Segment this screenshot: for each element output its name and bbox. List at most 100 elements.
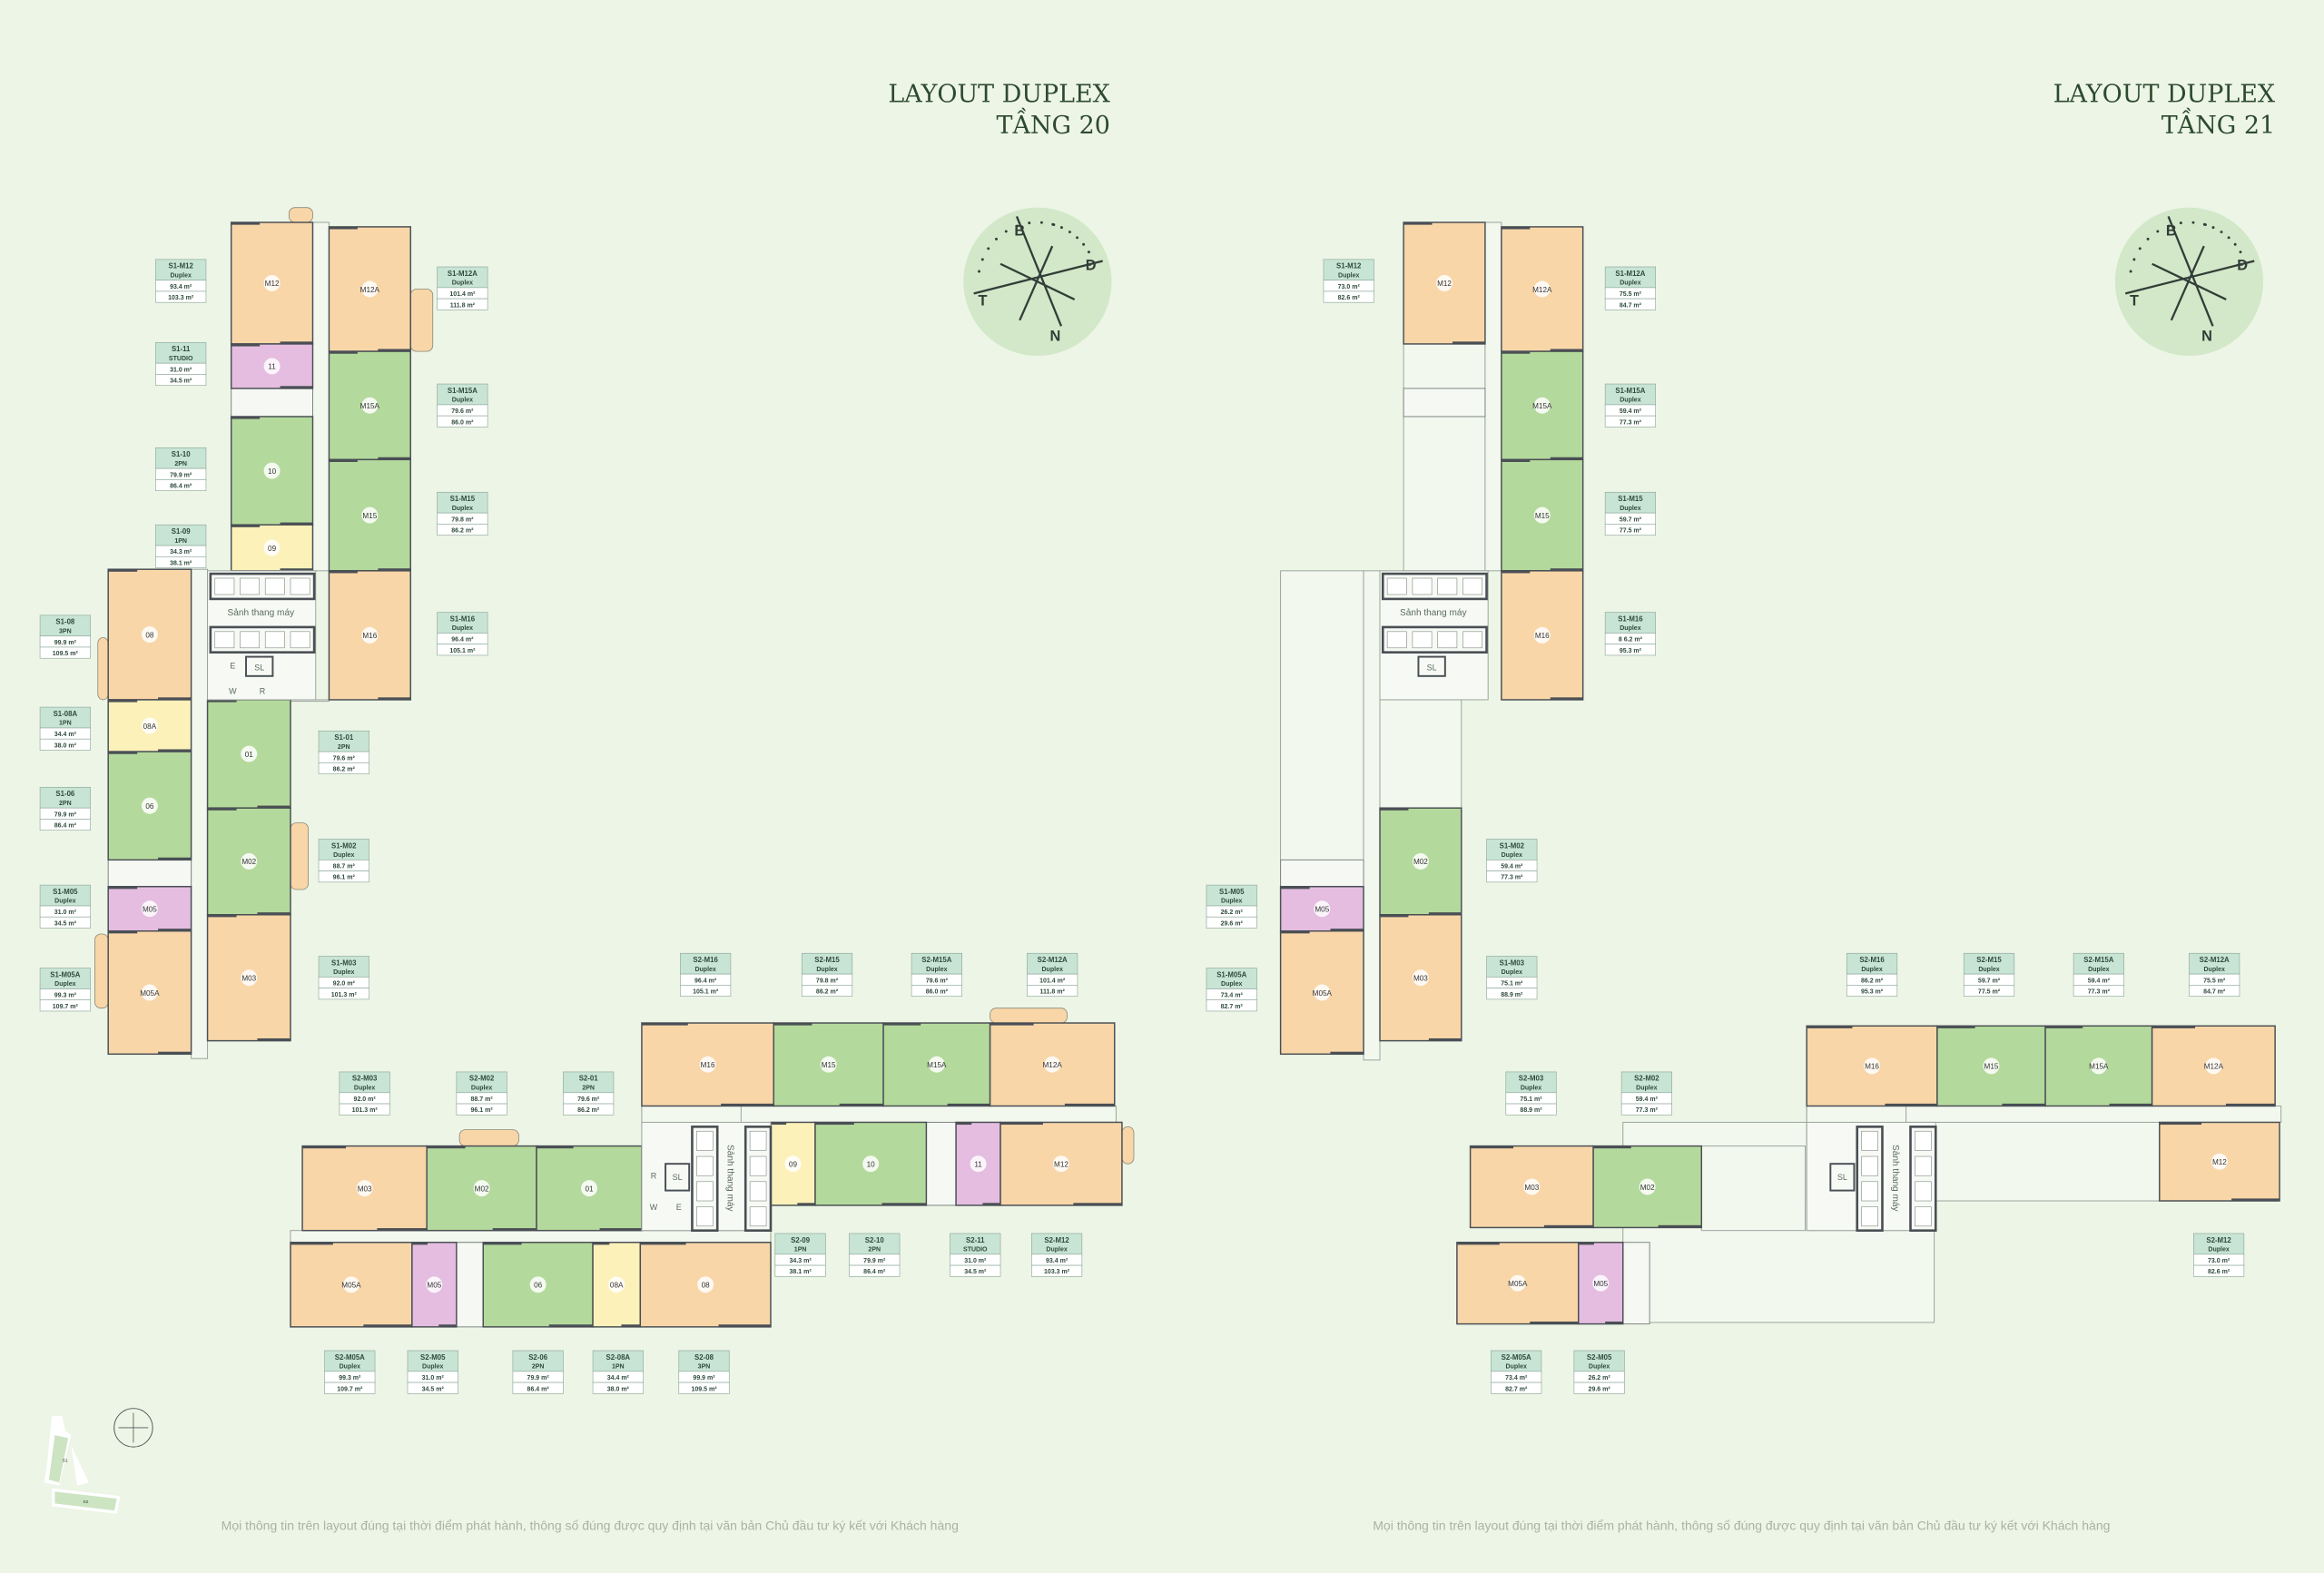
unit-m03[interactable]: M03 bbox=[1379, 914, 1462, 1042]
unit-m16[interactable]: M16 bbox=[1501, 570, 1584, 701]
unit-m15[interactable]: M15 bbox=[773, 1022, 884, 1107]
unit-m15a[interactable]: M15A bbox=[328, 350, 411, 461]
unit-m12[interactable]: M12 bbox=[1403, 221, 1486, 345]
unit-label-badge bbox=[2090, 1057, 2107, 1075]
unit-08[interactable]: 08 bbox=[107, 568, 192, 701]
unit-10[interactable]: 10 bbox=[814, 1121, 928, 1206]
unit-code: S1-09 bbox=[172, 527, 192, 536]
unit-code: S2-M15A bbox=[2083, 956, 2113, 964]
unit-m03[interactable]: M03 bbox=[1469, 1145, 1594, 1229]
unit-label-badge bbox=[1533, 506, 1551, 524]
wall bbox=[797, 1203, 815, 1205]
unit-m16[interactable]: M16 bbox=[328, 570, 411, 701]
unit-09[interactable]: 09 bbox=[230, 524, 314, 572]
balcony bbox=[458, 1129, 519, 1146]
unit-label: M16 bbox=[1865, 1063, 1879, 1071]
wall bbox=[1807, 1026, 1853, 1028]
compass-dot bbox=[1004, 230, 1008, 233]
unit-01[interactable]: 01 bbox=[536, 1145, 643, 1232]
unit-label-badge bbox=[361, 280, 379, 298]
unit-m02[interactable]: M02 bbox=[1379, 807, 1462, 916]
unit-m15[interactable]: M15 bbox=[328, 458, 411, 572]
unit-m12a[interactable]: M12A bbox=[1501, 226, 1584, 352]
unit-m05[interactable]: M05 bbox=[411, 1242, 458, 1328]
wall bbox=[158, 1051, 192, 1055]
gross-area: 82.6 m² bbox=[2208, 1269, 2230, 1275]
unit-m03[interactable]: M03 bbox=[206, 914, 291, 1042]
unit-m05a[interactable]: M05A bbox=[290, 1242, 413, 1328]
unit-08a[interactable]: 08A bbox=[107, 699, 192, 752]
unit-m05[interactable]: M05 bbox=[1578, 1242, 1624, 1325]
wall bbox=[492, 1228, 537, 1231]
unit-m12a[interactable]: M12A bbox=[328, 226, 411, 352]
unit-m02[interactable]: M02 bbox=[1592, 1145, 1703, 1229]
elevator-car bbox=[214, 631, 235, 649]
service-label-e: E bbox=[230, 662, 235, 671]
unit-m05[interactable]: M05 bbox=[1279, 886, 1364, 932]
unit-08a[interactable]: 08A bbox=[592, 1242, 642, 1328]
unit-type: Duplex bbox=[354, 1086, 375, 1092]
unit-label-badge bbox=[581, 1180, 597, 1197]
unit-type: 2PN bbox=[59, 801, 72, 807]
balcony bbox=[290, 822, 309, 890]
wall bbox=[290, 1242, 333, 1245]
wall bbox=[257, 805, 290, 809]
net-area: 79.9 m² bbox=[527, 1375, 550, 1381]
unit-06[interactable]: 06 bbox=[482, 1242, 594, 1328]
unit-m05a[interactable]: M05A bbox=[1456, 1242, 1580, 1325]
unit-m12a[interactable]: M12A bbox=[989, 1022, 1116, 1107]
unit-m05[interactable]: M05 bbox=[107, 886, 192, 932]
unit-m12a[interactable]: M12A bbox=[2151, 1025, 2276, 1107]
unit-type: Duplex bbox=[333, 969, 354, 976]
elevator-car bbox=[264, 577, 285, 595]
wall bbox=[2109, 1103, 2152, 1106]
gross-area: 95.3 m² bbox=[1861, 989, 1884, 996]
unit-type: Duplex bbox=[1620, 280, 1640, 287]
net-area: 31.0 m² bbox=[54, 909, 77, 916]
net-area: 73.0 m² bbox=[2208, 1258, 2230, 1264]
area-card-row bbox=[318, 762, 369, 774]
unit-m02[interactable]: M02 bbox=[426, 1145, 537, 1232]
unit-m12[interactable]: M12 bbox=[2159, 1121, 2280, 1202]
key-map: S1 S2 bbox=[44, 1408, 153, 1514]
net-area: 75.1 m² bbox=[1520, 1096, 1542, 1103]
elevator-car bbox=[1462, 631, 1482, 649]
unit-m05a[interactable]: M05A bbox=[107, 930, 192, 1056]
unit-type: 2PN bbox=[174, 461, 187, 467]
unit-m16[interactable]: M16 bbox=[641, 1022, 774, 1107]
wall bbox=[378, 349, 411, 352]
unit-09[interactable]: 09 bbox=[770, 1121, 816, 1206]
unit-11[interactable]: 11 bbox=[955, 1121, 1001, 1206]
net-area: 86.2 m² bbox=[1861, 978, 1884, 984]
unit-label: M16 bbox=[362, 632, 377, 640]
elevator-car bbox=[696, 1130, 714, 1151]
unit-m15a[interactable]: M15A bbox=[2044, 1025, 2153, 1107]
unit-06[interactable]: 06 bbox=[107, 751, 192, 861]
gross-area: 103.3 m² bbox=[168, 295, 194, 301]
net-area: 79.8 m² bbox=[451, 516, 474, 523]
unit-m02[interactable]: M02 bbox=[206, 807, 291, 916]
unit-m15[interactable]: M15 bbox=[1501, 458, 1584, 572]
unit-label-badge bbox=[1533, 280, 1551, 298]
unit-m05a[interactable]: M05A bbox=[1279, 930, 1364, 1056]
unit-m15a[interactable]: M15A bbox=[882, 1022, 991, 1107]
unit-m15[interactable]: M15 bbox=[1936, 1025, 2046, 1107]
unit-label-badge bbox=[1314, 900, 1331, 918]
unit-08[interactable]: 08 bbox=[639, 1242, 772, 1328]
unit-11[interactable]: 11 bbox=[230, 343, 314, 389]
wall bbox=[640, 1242, 686, 1245]
unit-label-badge bbox=[1523, 1178, 1541, 1195]
unit-01[interactable]: 01 bbox=[206, 699, 291, 809]
unit-m03[interactable]: M03 bbox=[301, 1145, 428, 1232]
unit-m12[interactable]: M12 bbox=[230, 221, 314, 345]
unit-m12[interactable]: M12 bbox=[1000, 1121, 1123, 1206]
net-area: 92.0 m² bbox=[354, 1096, 377, 1103]
unit-m15a[interactable]: M15A bbox=[1501, 350, 1584, 461]
unit-10[interactable]: 10 bbox=[230, 416, 314, 526]
unit-m16[interactable]: M16 bbox=[1806, 1025, 1938, 1107]
